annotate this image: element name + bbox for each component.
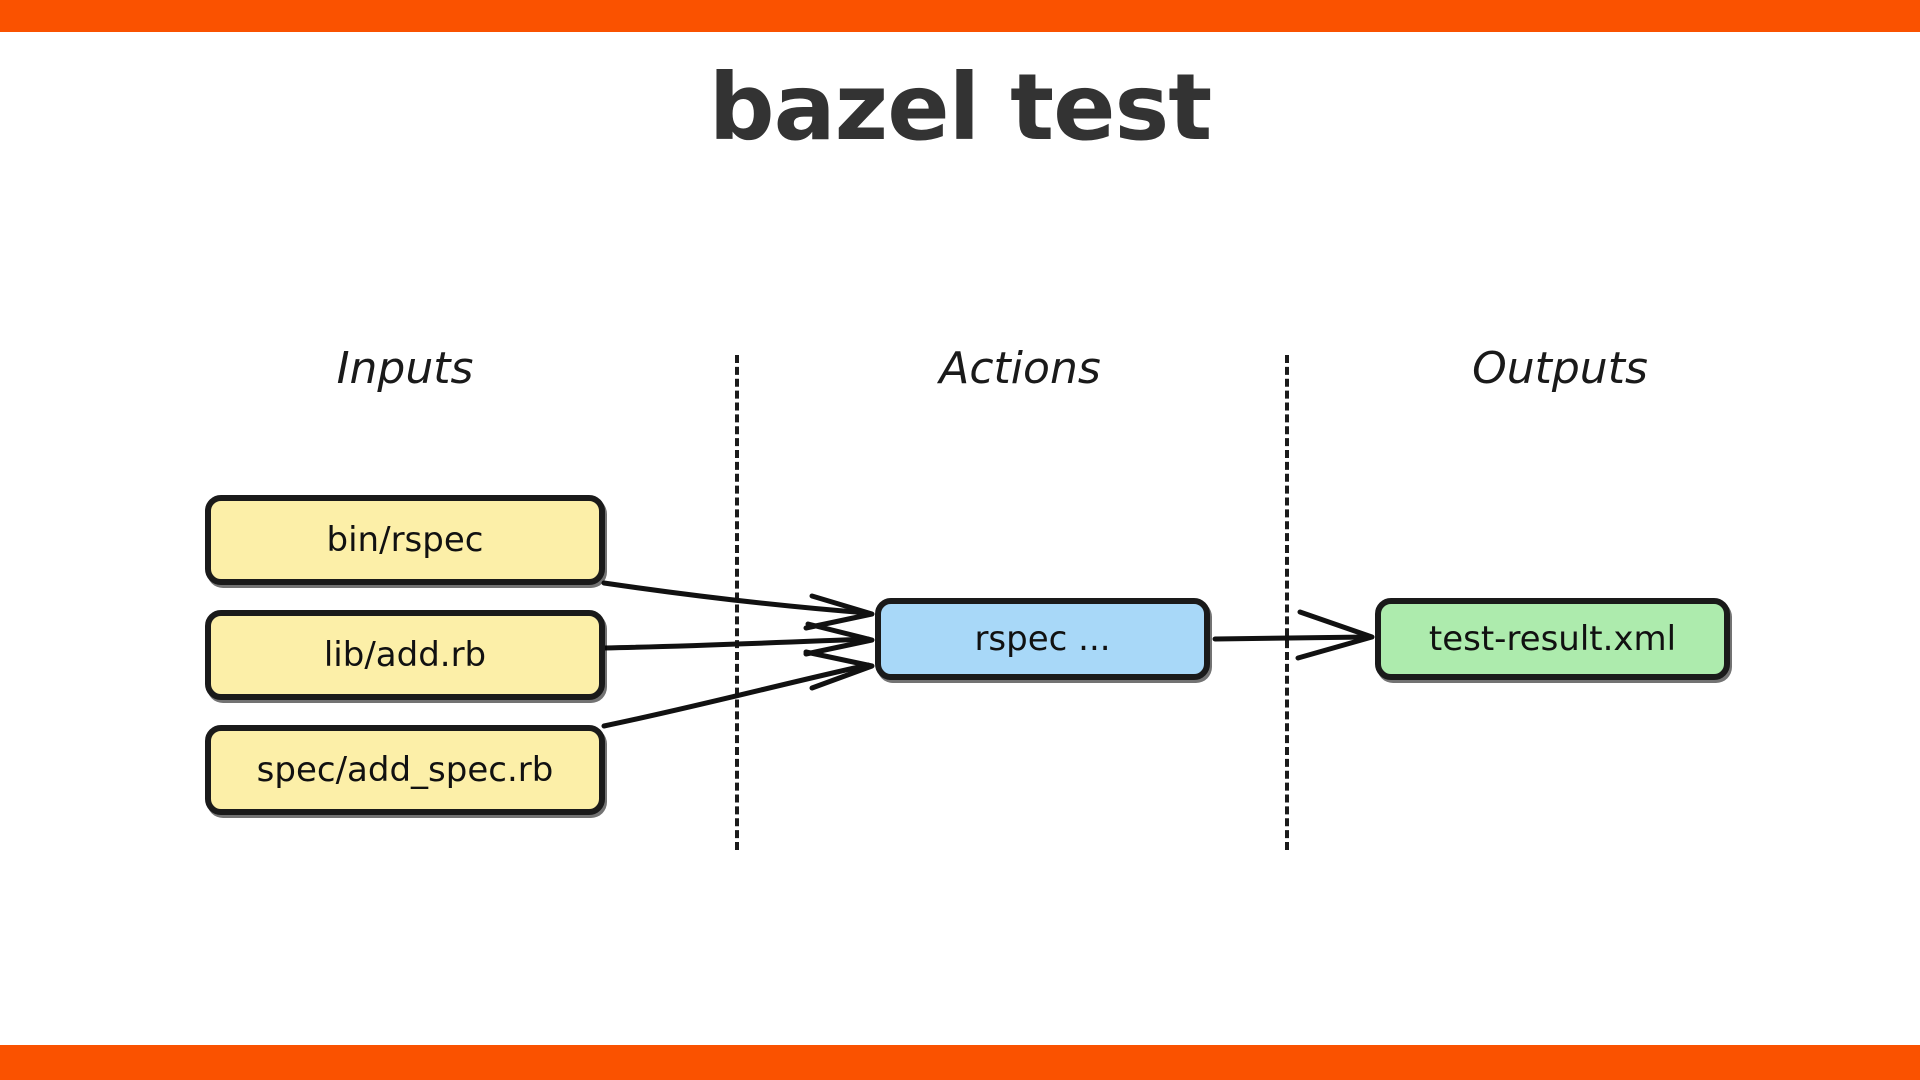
bottom-accent-bar (0, 1045, 1920, 1080)
input-node-bin-rspec[interactable]: bin/rspec (205, 495, 605, 585)
input-node-label: bin/rspec (326, 520, 484, 560)
lane-divider-actions-outputs (1285, 355, 1289, 850)
input-node-lib-add-rb[interactable]: lib/add.rb (205, 610, 605, 700)
page-title: bazel test (708, 54, 1213, 161)
column-header-actions: Actions (939, 343, 1101, 394)
input-node-label: lib/add.rb (323, 635, 487, 675)
input-node-spec-add-spec-rb[interactable]: spec/add_spec.rb (205, 725, 605, 815)
lane-divider-inputs-actions (735, 355, 739, 850)
input-node-label: spec/add_spec.rb (256, 750, 554, 790)
edge-rspec-output (1212, 634, 1371, 642)
column-header-outputs: Outputs (1472, 343, 1648, 394)
arrowhead-in-1 (803, 621, 875, 657)
action-node-rspec[interactable]: rspec ... (875, 598, 1210, 680)
arrowhead-in-2 (803, 649, 875, 691)
column-header-inputs: Inputs (336, 343, 474, 394)
action-node-label: rspec ... (974, 619, 1111, 659)
arrowhead-out (1295, 609, 1375, 661)
output-node-test-result-xml[interactable]: test-result.xml (1375, 598, 1730, 680)
output-node-label: test-result.xml (1428, 619, 1677, 659)
arrowhead-in-0 (803, 593, 875, 631)
top-accent-bar (0, 0, 1920, 32)
